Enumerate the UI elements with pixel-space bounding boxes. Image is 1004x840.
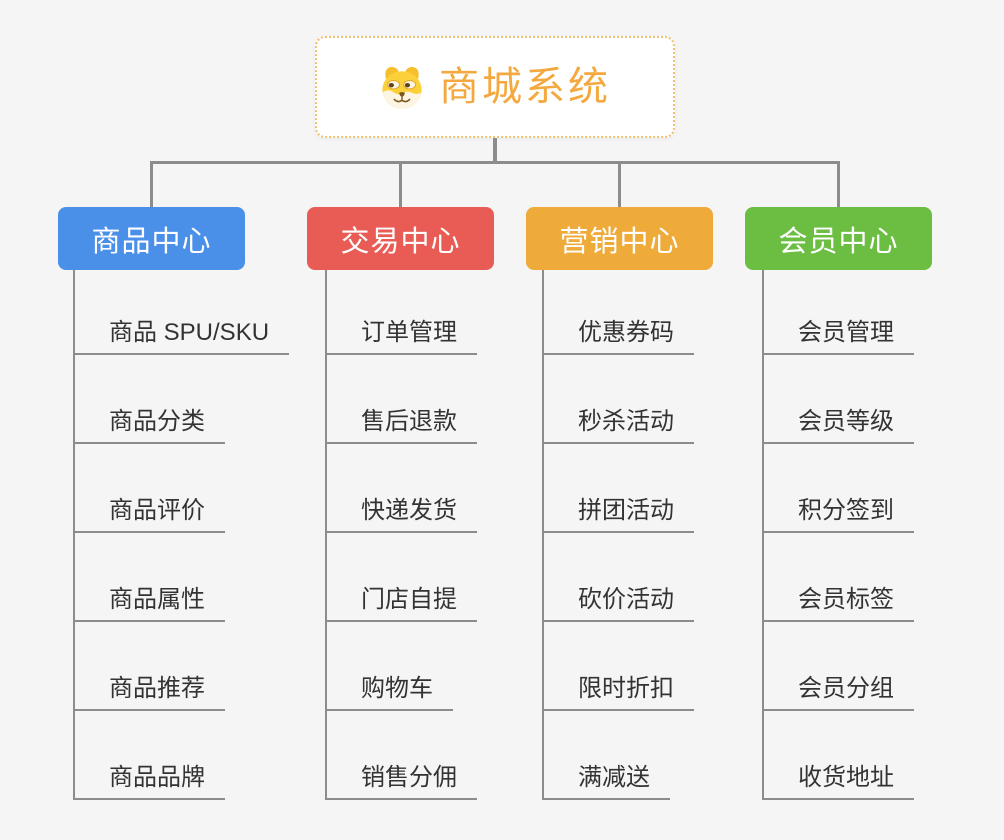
branch-spine <box>762 270 764 800</box>
branch-item-label: 积分签到 <box>798 497 894 525</box>
branch-item-label: 优惠券码 <box>578 319 674 347</box>
branch-item[interactable]: 收货地址 <box>762 711 914 800</box>
branch-item[interactable]: 秒杀活动 <box>542 355 694 444</box>
branch-header-label: 交易中心 <box>340 225 461 258</box>
branch-item[interactable]: 会员等级 <box>762 355 914 444</box>
branch-header-trade-center[interactable]: 交易中心 <box>307 207 494 270</box>
branch-item[interactable]: 购物车 <box>325 622 453 711</box>
branch-spine <box>542 270 544 800</box>
branch-item[interactable]: 售后退款 <box>325 355 477 444</box>
branch-item-label: 商品品牌 <box>109 764 205 792</box>
branch-item[interactable]: 优惠券码 <box>542 266 694 355</box>
branch-item-label: 收货地址 <box>798 764 894 792</box>
branch-item-label: 商品分类 <box>109 408 205 436</box>
branch-spine <box>73 270 75 800</box>
branch-item-label: 订单管理 <box>361 319 457 347</box>
branch-item-label: 砍价活动 <box>578 586 674 614</box>
branch-item[interactable]: 门店自提 <box>325 533 477 622</box>
branch-item[interactable]: 商品属性 <box>73 533 225 622</box>
branch-item[interactable]: 销售分佣 <box>325 711 477 800</box>
branch-item-label: 商品评价 <box>109 497 205 525</box>
branch-header-product-center[interactable]: 商品中心 <box>58 207 245 270</box>
branch-item-label: 门店自提 <box>361 586 457 614</box>
branch-item[interactable]: 会员标签 <box>762 533 914 622</box>
branch-item[interactable]: 积分签到 <box>762 444 914 533</box>
branch-item-label: 快递发货 <box>361 497 457 525</box>
branch-item[interactable]: 会员分组 <box>762 622 914 711</box>
branch-item-label: 秒杀活动 <box>578 408 674 436</box>
branch-header-member-center[interactable]: 会员中心 <box>745 207 932 270</box>
branch-item-label: 商品推荐 <box>109 675 205 703</box>
branch-item[interactable]: 限时折扣 <box>542 622 694 711</box>
connector-drop-product-center <box>150 161 153 207</box>
branch-item[interactable]: 商品评价 <box>73 444 225 533</box>
branch-item-label: 商品 SPU/SKU <box>109 319 270 347</box>
branch-header-label: 会员中心 <box>778 225 899 258</box>
branch-item[interactable]: 商品分类 <box>73 355 225 444</box>
branch-column-member-center: 会员管理会员等级积分签到会员标签会员分组收货地址 <box>762 266 914 800</box>
branch-item[interactable]: 快递发货 <box>325 444 477 533</box>
branch-item-label: 会员等级 <box>798 408 894 436</box>
branch-item[interactable]: 订单管理 <box>325 266 477 355</box>
branch-item[interactable]: 商品推荐 <box>73 622 225 711</box>
branch-item[interactable]: 商品品牌 <box>73 711 225 800</box>
branch-header-marketing-center[interactable]: 营销中心 <box>526 207 713 270</box>
branch-item[interactable]: 满减送 <box>542 711 670 800</box>
branch-item-label: 会员标签 <box>798 586 894 614</box>
doge-icon <box>382 66 422 109</box>
branch-header-label: 商品中心 <box>91 225 212 258</box>
connector-drop-member-center <box>837 161 840 207</box>
connector-drop-marketing-center <box>618 161 621 207</box>
branch-column-trade-center: 订单管理售后退款快递发货门店自提购物车销售分佣 <box>325 266 477 800</box>
branch-item-label: 会员分组 <box>798 675 894 703</box>
connector-root-riser <box>493 138 497 163</box>
branch-item-label: 商品属性 <box>109 586 205 614</box>
branch-item[interactable]: 砍价活动 <box>542 533 694 622</box>
branch-item-label: 会员管理 <box>798 319 894 347</box>
branch-item-label: 购物车 <box>361 675 433 703</box>
branch-spine <box>325 270 327 800</box>
branch-column-marketing-center: 优惠券码秒杀活动拼团活动砍价活动限时折扣满减送 <box>542 266 694 800</box>
branch-item-label: 拼团活动 <box>578 497 674 525</box>
branch-item-label: 限时折扣 <box>578 675 674 703</box>
branch-item[interactable]: 会员管理 <box>762 266 914 355</box>
branch-item-label: 售后退款 <box>361 408 457 436</box>
branch-item[interactable]: 拼团活动 <box>542 444 694 533</box>
connector-bus <box>150 161 840 164</box>
root-node[interactable]: 商城系统 <box>315 36 675 138</box>
branch-column-product-center: 商品 SPU/SKU 商品分类商品评价商品属性商品推荐商品品牌 <box>73 266 290 800</box>
root-title: 商城系统 <box>439 65 611 109</box>
branch-item-label: 销售分佣 <box>361 764 457 792</box>
branch-item[interactable]: 商品 SPU/SKU <box>73 266 290 355</box>
branch-header-label: 营销中心 <box>559 225 680 258</box>
connector-drop-trade-center <box>399 161 402 207</box>
branch-item-label: 满减送 <box>578 764 650 792</box>
